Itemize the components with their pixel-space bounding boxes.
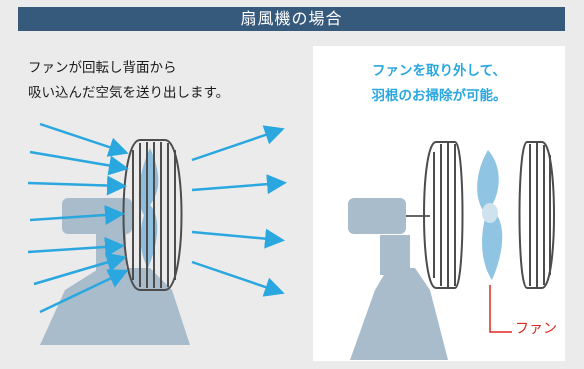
- fan-pole-left: [96, 230, 126, 275]
- intake-arrow: [27, 175, 127, 196]
- blade-hub: [482, 203, 498, 223]
- output-arrow: [191, 228, 285, 249]
- intake-arrows: [27, 122, 129, 314]
- fan-base-left: [40, 268, 190, 345]
- right-caption-line-1: ファンを取り外して、: [372, 63, 506, 79]
- intake-arrow: [27, 236, 125, 257]
- rear-guard: [423, 141, 464, 289]
- fan-motor-right: [348, 198, 406, 234]
- output-arrow: [191, 260, 285, 297]
- intake-arrow: [33, 252, 127, 286]
- diagram-title: 扇風機の場合: [18, 7, 565, 31]
- output-arrow: [191, 174, 287, 195]
- left-caption-line-2: 吸い込んだ空気を送り出します。: [28, 85, 230, 101]
- output-arrow: [191, 125, 285, 162]
- disassembled-fan: [348, 141, 555, 360]
- right-caption: ファンを取り外して、 羽根のお掃除が可能。: [313, 59, 565, 109]
- intake-arrow: [29, 150, 129, 176]
- fan-label: ファン: [515, 321, 557, 337]
- intake-arrow: [29, 205, 125, 225]
- intake-arrow: [39, 269, 129, 314]
- left-caption-line-1: ファンが回転し背面から: [28, 60, 177, 76]
- intake-arrow: [39, 122, 129, 157]
- fan-pole-right: [380, 235, 410, 275]
- fan-base-right: [350, 268, 448, 360]
- output-arrows: [191, 125, 287, 297]
- right-caption-line-2: 羽根のお掃除が可能。: [371, 88, 507, 104]
- operating-fan: [27, 122, 287, 345]
- left-caption: ファンが回転し背面から 吸い込んだ空気を送り出します。: [28, 56, 298, 106]
- front-guard: [518, 141, 555, 289]
- fan-label-leader: [489, 285, 512, 333]
- fan-guard-left: [122, 139, 183, 291]
- fan-blade-left: [138, 148, 159, 268]
